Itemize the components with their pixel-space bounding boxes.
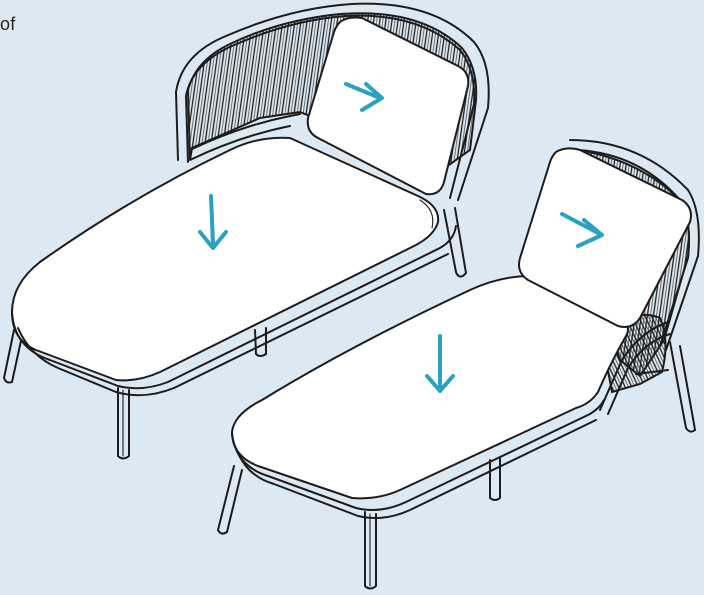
lounger-left-back-cushion [306, 16, 470, 196]
arrow-icon [560, 212, 604, 248]
lounger-right-legs [217, 341, 696, 590]
lounger-right-back-cushion [518, 147, 692, 328]
arrow-icon [198, 194, 228, 250]
caption-text-fragment: of [0, 14, 16, 34]
arrow-icon [344, 82, 384, 112]
lounger-left-legs [3, 207, 467, 460]
arrow-icon [425, 334, 455, 393]
lounger-right-seat-cushion [231, 275, 629, 500]
lounger-right [217, 139, 700, 590]
lounger-left [3, 2, 490, 460]
